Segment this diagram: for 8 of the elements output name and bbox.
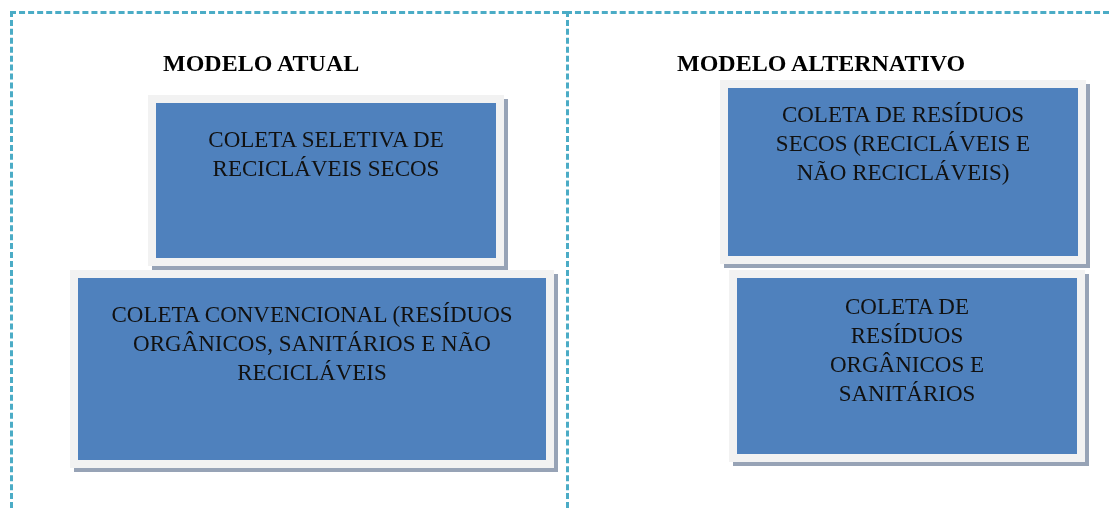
box-text: COLETA CONVENCIONAL (RESÍDUOS ORGÂNICOS, SANITÁRIOS E NÃO RECICLÁVEIS [111, 302, 513, 385]
box-text: COLETA SELETIVA DE RECICLÁVEIS SECOS [208, 127, 444, 181]
box-text: COLETA DE RESÍDUOS SECOS (RECICLÁVEIS E NÃO RECICLÁVEIS) [775, 102, 1031, 185]
panel-heading: MODELO ATUAL [163, 50, 360, 77]
dashed-panel [566, 11, 1109, 508]
box-text: COLETA DE RESÍDUOS ORGÂNICOS E SANITÁRIOS [830, 294, 984, 406]
dashed-panel [10, 11, 568, 508]
panel-heading: MODELO ALTERNATIVO [677, 50, 966, 77]
